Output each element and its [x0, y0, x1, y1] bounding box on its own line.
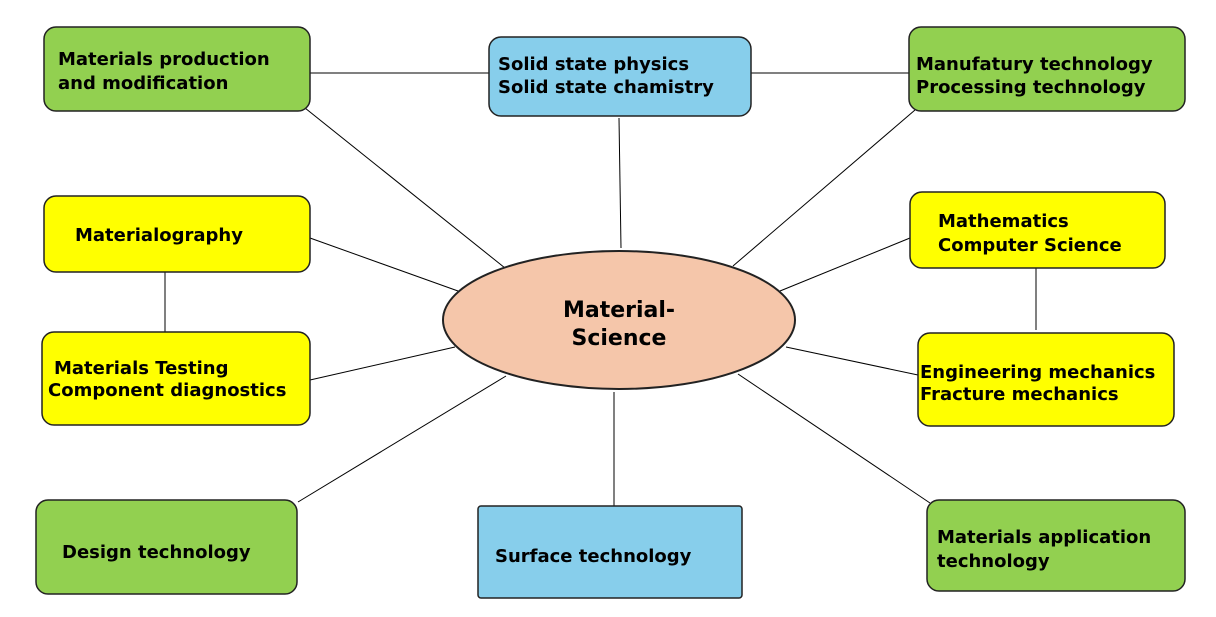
center-label: Science — [572, 326, 667, 351]
node-label: Manufatury technology — [916, 54, 1153, 75]
connector — [309, 346, 456, 381]
node-label: technology — [937, 551, 1050, 572]
connectors — [164, 72, 1037, 506]
node-label: Mathematics — [938, 211, 1069, 232]
node-label: Solid state chamistry — [498, 77, 714, 98]
node-label: Materials application — [937, 527, 1151, 548]
node-label: Materials Testing — [54, 358, 229, 379]
connector — [732, 109, 916, 267]
node-materialography: Materialography — [43, 195, 311, 273]
node-label: Design technology — [62, 542, 251, 563]
node-label: Fracture mechanics — [920, 384, 1119, 405]
connector — [779, 237, 911, 292]
node-label: Engineering mechanics — [920, 362, 1155, 383]
node-application: Materials application technology — [926, 499, 1186, 592]
node-label: Computer Science — [938, 235, 1122, 256]
node-label: and modification — [58, 73, 228, 94]
connector — [618, 117, 622, 249]
node-manufacturing: Manufatury technology Processing technol… — [908, 26, 1186, 112]
center-label: Material- — [563, 298, 675, 323]
node-mechanics: Engineering mechanics Fracture mechanics — [917, 332, 1175, 427]
node-label: Materials production — [58, 49, 270, 70]
node-label: Component diagnostics — [48, 380, 286, 401]
node-testing: Materials Testing Component diagnostics — [41, 331, 311, 426]
center-ellipse — [442, 250, 796, 390]
node-label: Materialography — [75, 225, 243, 246]
node-mathematics: Mathematics Computer Science — [909, 191, 1166, 269]
connector — [785, 346, 919, 376]
connector — [737, 373, 931, 504]
node-surface: Surface technology — [477, 505, 743, 599]
node-label: Solid state physics — [498, 54, 689, 75]
node-label: Processing technology — [916, 77, 1146, 98]
connector — [297, 375, 507, 503]
node-production: Materials production and modification — [43, 26, 311, 112]
connector — [309, 237, 459, 292]
node-design: Design technology — [35, 499, 298, 595]
node-solid-state: Solid state physics Solid state chamistr… — [488, 36, 752, 117]
connector — [304, 107, 506, 269]
node-label: Surface technology — [495, 546, 692, 567]
center-node: Material- Science — [442, 250, 796, 390]
